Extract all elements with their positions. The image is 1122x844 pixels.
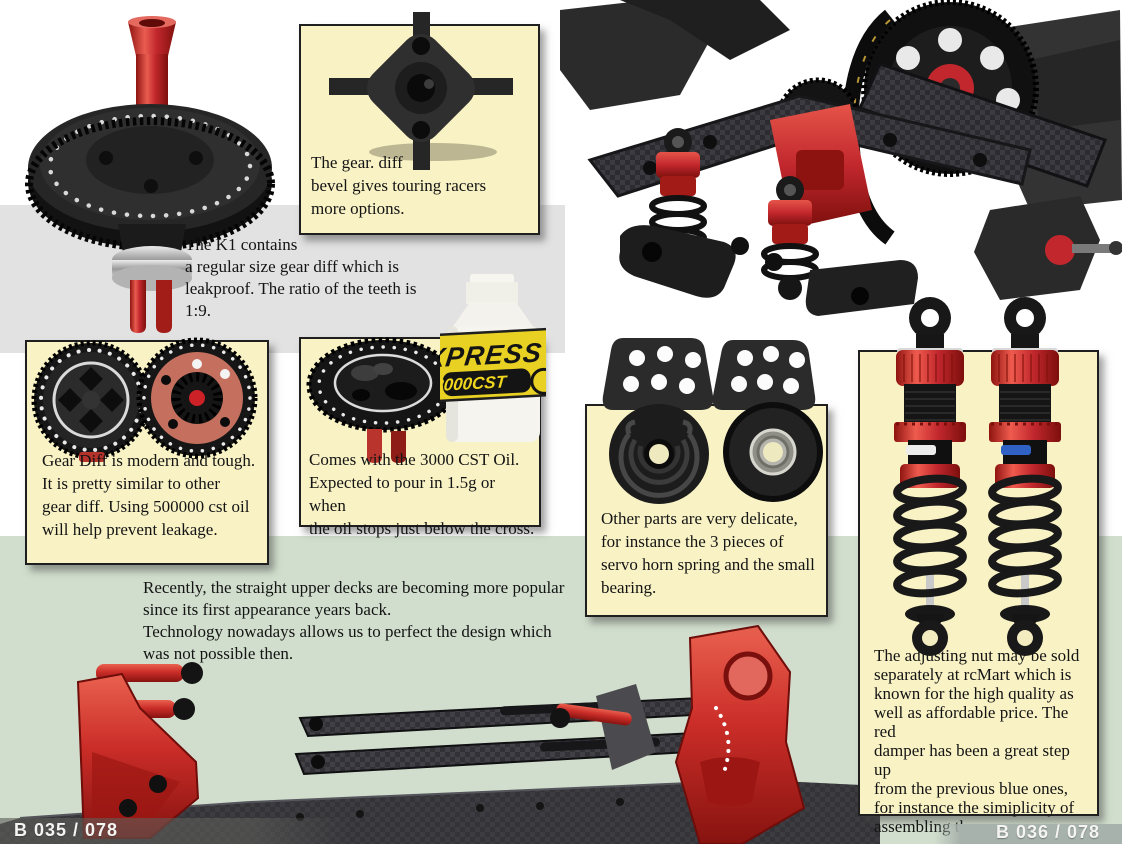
gear-diff-caption: Gear Diff is modern and tough. It is pre…	[42, 451, 256, 539]
gear-diff-side-photo	[10, 8, 290, 338]
oil-bottle-grade: 3000CST	[440, 372, 508, 395]
oil-bottle-illustration: XPRESS 3000CST	[440, 274, 546, 442]
bevel-cross-box: The gear. diff bevel gives touring racer…	[299, 12, 540, 235]
diff-assembled-photo	[303, 337, 539, 465]
diff-pulleys-photo	[29, 337, 263, 462]
red-dampers-illustration	[893, 297, 1062, 656]
footer-right-band	[934, 824, 1122, 844]
diff-pulleys-illustration	[31, 337, 258, 462]
oil-caption: Comes with the 3000 CST Oil. Expected to…	[309, 450, 535, 538]
page-number-left: B 035 / 078	[14, 820, 119, 840]
left-damper	[893, 297, 967, 656]
oil-bottle-brand: XPRESS	[440, 336, 544, 373]
right-damper	[988, 297, 1062, 656]
upper-decks-text: Recently, the straight upper decks are b…	[143, 578, 565, 664]
bevel-cross-illustration	[329, 12, 513, 170]
footer-left-band	[0, 818, 352, 844]
servo-horn-parts-illustration	[602, 338, 823, 504]
k1-intro-text: The K1 contains a regular size gear diff…	[185, 235, 417, 321]
chassis-front-photo	[560, 0, 1122, 348]
delicate-parts-caption: Other parts are very delicate, for insta…	[601, 509, 815, 597]
left-red-bulkhead	[76, 662, 203, 839]
oil-bottle-photo: XPRESS 3000CST	[440, 272, 546, 444]
right-red-bulkhead	[674, 624, 806, 844]
red-dampers-photo	[858, 292, 1095, 656]
gear-diff-box: Gear Diff is modern and tough. It is pre…	[25, 337, 269, 565]
gear-diff-side-illustration	[25, 16, 275, 333]
bevel-cross-photo	[301, 12, 538, 170]
chassis-front-illustration	[560, 0, 1122, 316]
damper-caption: The adjusting nut may be sold separately…	[874, 646, 1080, 837]
bevel-cross-caption: The gear. diff bevel gives touring racer…	[311, 153, 487, 218]
diff-assembled-illustration	[306, 337, 460, 463]
page-number-right: B 036 / 078	[996, 822, 1101, 842]
servo-horn-parts-photo	[585, 338, 824, 508]
